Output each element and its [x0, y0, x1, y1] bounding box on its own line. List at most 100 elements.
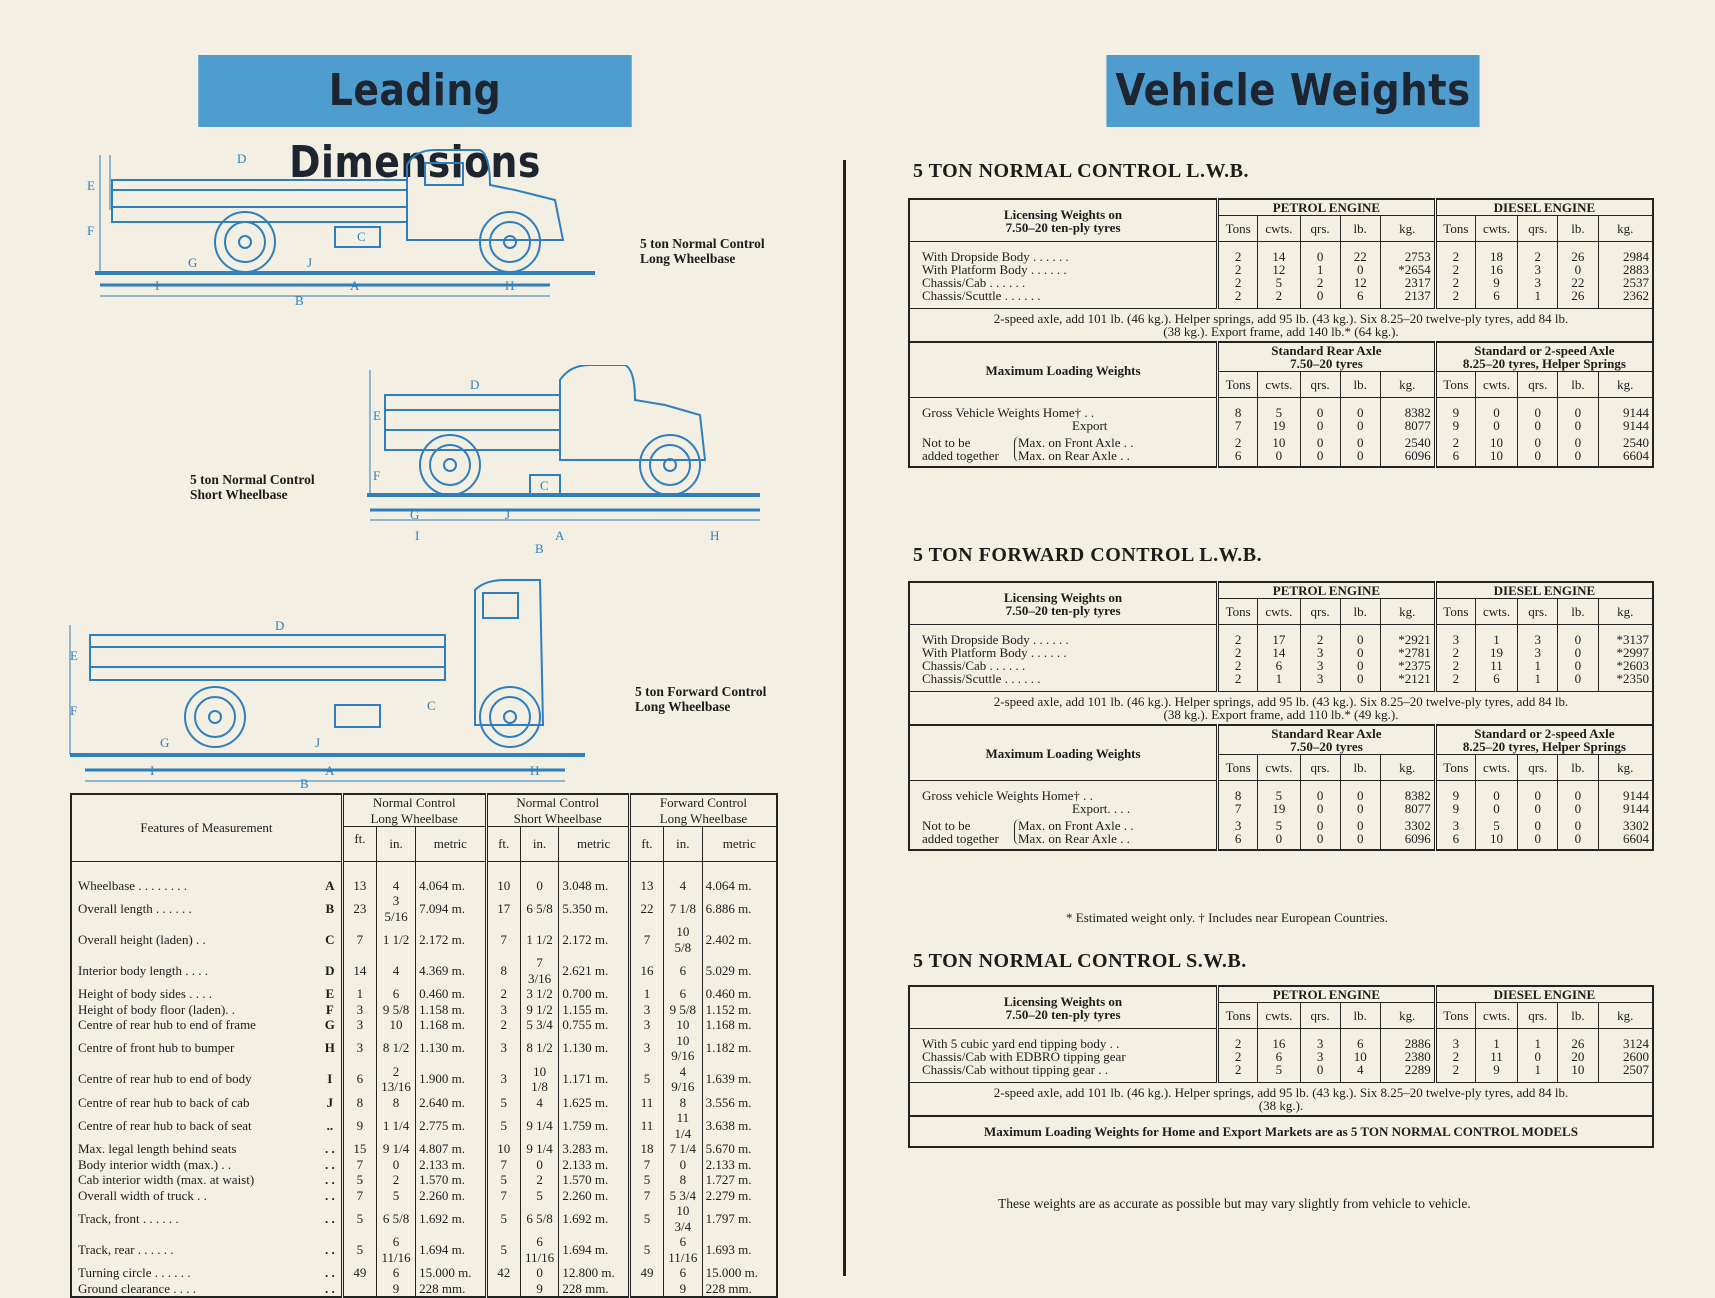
dimension-cell: Interior body length . . . . — [78, 962, 208, 978]
dimension-cell: 8 — [663, 1172, 703, 1188]
unit-header: lb. — [1557, 598, 1598, 625]
caption-line: 5 ton Normal Control — [190, 472, 315, 487]
weight-value: 3 — [1316, 671, 1324, 686]
dimension-cell: Centre of rear hub to end of frame — [78, 1017, 256, 1032]
dimension-cell: 6 5/8 — [375, 1203, 416, 1234]
vehicle-weights-banner: Vehicle Weights — [1106, 55, 1480, 127]
weight-value: 10 — [1353, 1049, 1367, 1064]
weight-value: 2 — [1234, 658, 1242, 673]
dimension-cell: 1 1/2 — [375, 924, 416, 955]
weight-value: 2 — [1452, 262, 1460, 277]
dimension-cell: 3 — [340, 1017, 377, 1033]
unit-header: qrs. — [1299, 754, 1341, 781]
dimension-cell: 49 — [340, 1265, 377, 1281]
unit-header: kg. — [1379, 371, 1436, 398]
dimension-cell: 10 3/4 — [663, 1203, 703, 1234]
max-loading-label: Maximum Loading Weights — [909, 341, 1218, 398]
not-to-be-label: Not to be — [922, 818, 971, 833]
weight-value: *2603 — [1616, 658, 1650, 673]
weight-value: 26 — [1571, 1036, 1585, 1051]
dimension-cell: 2 — [484, 986, 521, 1002]
dimension-cell: 5 3/4 — [519, 1017, 559, 1033]
header-line: Standard or 2-speed Axle — [1474, 343, 1615, 358]
dimension-cell: 6 11/16 — [663, 1234, 703, 1265]
dimension-cell: 8 — [663, 1094, 703, 1110]
weight-value: 6 — [1234, 831, 1242, 846]
unit-header: Tons — [1216, 754, 1258, 781]
weight-value: 9 — [1493, 1062, 1500, 1077]
unit-header: kg. — [1379, 598, 1436, 625]
group-line: Long Wheelbase — [370, 810, 458, 826]
weight-value: 3 — [1316, 1036, 1324, 1051]
dimension-cell: 7 — [484, 1187, 521, 1203]
dimension-cell: 10 — [484, 1141, 521, 1157]
vehicle-label: With Dropside Body . . . . . . — [922, 632, 1069, 647]
caption-line: Long Wheelbase — [635, 699, 731, 714]
dimension-cell: 3 — [340, 1001, 377, 1017]
dim-label-g: G — [410, 507, 419, 522]
dimension-cell: 7 — [340, 1156, 377, 1172]
dimension-cell: 4.064 m. — [415, 861, 487, 893]
weight-value: 11 — [1490, 1049, 1503, 1064]
weight-value: 2289 — [1404, 1062, 1431, 1077]
weight-value: 1 — [1493, 632, 1500, 647]
unit-header: Tons — [1216, 215, 1258, 242]
dimension-cell: . . — [324, 1156, 335, 1172]
unit-header: kg. — [1597, 598, 1653, 625]
dimension-cell: 6 — [375, 986, 416, 1002]
vehicle-label: Chassis/Cab . . . . . . — [922, 275, 1026, 290]
weight-value: 9 — [1452, 788, 1460, 803]
unit-header: qrs. — [1299, 598, 1341, 625]
dimension-cell: 1.625 m. — [558, 1094, 630, 1110]
weight-value: 2 — [1234, 645, 1242, 660]
weight-value: 0 — [1356, 405, 1364, 420]
unit-header: qrs. — [1517, 371, 1558, 398]
dimension-cell: 17 — [484, 893, 521, 924]
weight-value: 6096 — [1404, 831, 1431, 846]
diesel-engine-header: DIESEL ENGINE — [1433, 986, 1653, 1003]
weight-value: 2 — [1234, 671, 1242, 686]
weight-value: 2600 — [1623, 1049, 1649, 1064]
weight-value: 0 — [1574, 632, 1582, 647]
weight-value: 9144 — [1623, 801, 1649, 816]
weight-value: 3 — [1316, 658, 1324, 673]
dimension-cell: 15.000 m. — [701, 1265, 777, 1281]
label-line: 7.50–20 ten-ply tyres — [1005, 602, 1121, 618]
weight-value: 0 — [1534, 1049, 1542, 1064]
dimension-cell: 2.133 m. — [415, 1156, 487, 1172]
dimension-cell: 10 — [375, 1017, 416, 1033]
dimension-cell: . . — [324, 1141, 335, 1156]
weight-value: 0 — [1356, 418, 1364, 433]
weight-value: 0 — [1356, 435, 1364, 450]
header-line: 8.25–20 tyres, Helper Springs — [1462, 356, 1626, 371]
weight-value: 8382 — [1404, 788, 1431, 803]
dimension-cell: 7.094 m. — [415, 893, 487, 924]
weight-value: 11 — [1490, 658, 1503, 673]
weight-value: 8077 — [1404, 801, 1431, 816]
caption-line: 5 ton Forward Control — [635, 684, 767, 699]
dimension-cell: 1.570 m. — [415, 1172, 487, 1188]
dimension-cell: 10 9/16 — [663, 1032, 703, 1064]
weight-value: 2 — [1452, 435, 1460, 450]
vehicle-label: With 5 cubic yard end tipping body . . — [922, 1036, 1120, 1051]
section-title-fc-lwb: 5 TON FORWARD CONTROL L.W.B. — [913, 544, 1263, 566]
weight-value: 0 — [1534, 418, 1542, 433]
weight-value: 0 — [1356, 788, 1364, 803]
dimension-cell: 49 — [627, 1265, 664, 1281]
dimension-cell: 4.369 m. — [415, 955, 487, 986]
dim-label-g: G — [188, 255, 197, 270]
not-to-be-label: Not to be — [922, 435, 971, 450]
weight-value: 0 — [1275, 831, 1283, 846]
dimension-cell: 2 13/16 — [375, 1063, 416, 1095]
weight-value: 2 — [1452, 1049, 1460, 1064]
weight-value: 0 — [1493, 405, 1500, 420]
